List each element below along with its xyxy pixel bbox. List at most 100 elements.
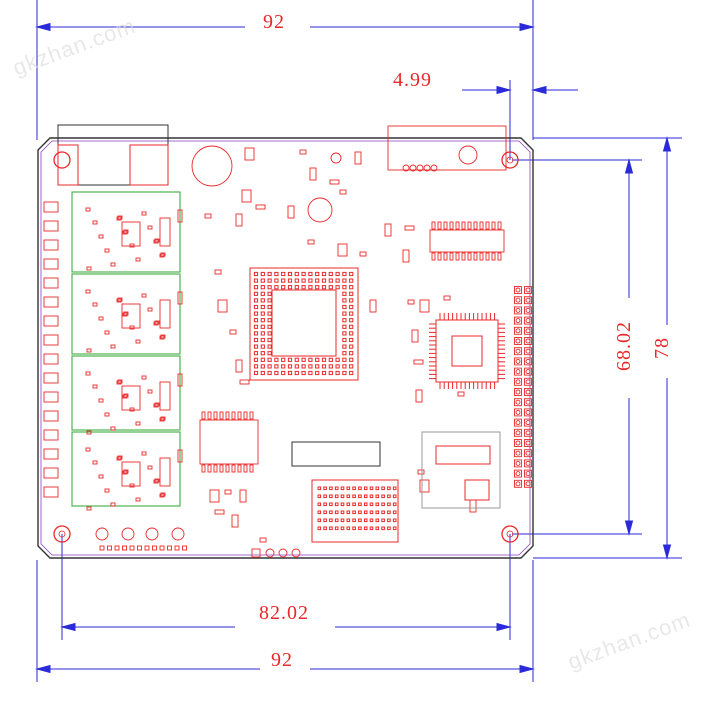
header-pin-hole [515,481,521,487]
header-pin [514,439,522,447]
passive-component [160,492,166,497]
header-pin-hole [525,358,531,364]
connector-pad [387,494,391,499]
dim-hole-span-horizontal: 82.02 [256,603,312,623]
bga-ball [281,370,286,376]
passive-component [86,266,92,271]
connector-pad [387,510,391,515]
header-pin-hole [525,399,531,405]
passive-component [154,320,160,325]
ic-pin [249,464,254,473]
bga-ball [349,304,354,310]
passive-component [407,299,415,305]
passive-component [98,474,104,479]
passive-component [160,334,166,339]
passive-component [117,297,123,302]
passive-component [160,416,166,421]
passive-component [255,204,266,210]
bga-ball [328,364,333,369]
ic-pin [467,252,472,261]
passive-component [86,430,92,435]
passive-component [116,456,122,461]
connector-pad [375,526,380,531]
bga-ball [301,370,306,376]
passive-component [359,251,367,257]
bga-ball [342,351,347,356]
connector-pad [387,502,391,507]
passive-component [86,506,92,511]
ic-pin [243,411,248,420]
header-pin-hole [515,287,521,293]
bga-ball [267,331,272,336]
connector-pad [346,518,351,523]
channel-chip [121,303,141,329]
connector-pad [381,502,385,507]
connector-pad [323,526,327,531]
passive-component [98,398,104,403]
header-pin [524,347,532,356]
passive-component [104,248,110,253]
ic-pin [225,464,230,473]
connector-pad [340,486,345,491]
passive-component [411,329,419,343]
bga-ball [349,351,354,356]
ic-pin [491,252,496,261]
bga-ball [349,357,354,362]
passive-component [299,149,307,155]
connector-pad [323,502,327,507]
bga-ball [294,370,299,376]
passive-component [85,289,91,294]
bga-ball [253,311,259,316]
bga-ball [342,364,347,369]
passive-component [443,295,451,301]
header-pin-hole [525,420,531,426]
header-pin-hole [515,379,521,385]
bga-ball [253,304,259,310]
bga-ball [260,351,265,356]
bga-ball [281,271,286,277]
bottom-pad [137,545,142,551]
connector-pad [317,502,322,507]
bga-ball [287,278,293,283]
bga-ball [349,291,354,296]
passive-component [122,394,128,399]
passive-component [369,299,377,313]
bga-ball [335,364,340,369]
connector-pad [363,486,368,491]
bga-ball [315,357,320,362]
passive-component [469,499,477,513]
bga-ball [260,331,265,336]
passive-component [141,293,147,298]
connector-pad [363,526,368,531]
connector-pad [392,510,397,515]
passive-component [117,379,123,384]
header-pin-hole [525,297,531,303]
passive-component [98,234,104,239]
header-pin [514,469,522,478]
header-pin-hole [515,409,521,415]
bga-ball [308,364,313,369]
bga-ball [274,271,279,277]
ic-pin [461,221,466,230]
header-pin [514,326,522,335]
ic-pin [491,221,496,230]
header-pin [514,449,522,458]
round-component [191,145,233,187]
bga-ball [321,364,327,369]
passive-component [457,391,465,397]
bga-ball [260,291,265,296]
bga-ball [349,370,354,376]
passive-component [417,469,425,475]
bottom-pin [251,548,261,558]
passive-component [104,330,110,335]
bga-ball [308,285,313,290]
header-pin-hole [525,328,531,334]
passive-component [337,243,348,257]
bga-ball [281,278,286,283]
connector-pad [358,502,362,507]
header-pin-hole [515,460,521,466]
passive-component [123,311,129,316]
ic-pin [479,252,484,261]
connector-pad [375,518,380,523]
connector-pad [381,526,385,531]
